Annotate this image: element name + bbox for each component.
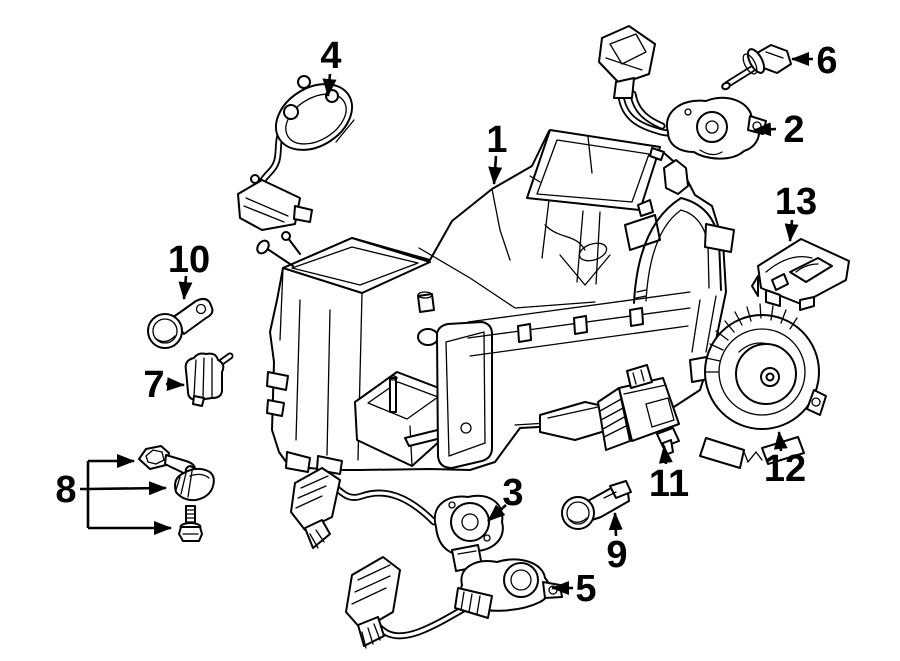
housing-top-details (418, 188, 661, 309)
callout-7-label[interactable]: 7 (143, 364, 164, 406)
callout-9: 9 (606, 512, 628, 576)
callout-10: 10 (168, 239, 210, 300)
callout-4-label[interactable]: 4 (320, 35, 341, 77)
part-2-actuator[interactable] (598, 25, 767, 160)
part-4-connector (237, 174, 313, 231)
callout-8: 8 (55, 454, 172, 535)
callout-9-label[interactable]: 9 (606, 534, 627, 576)
callout-1: 1 (486, 119, 508, 185)
intake-frame (526, 129, 665, 217)
callout-2-arrow (753, 122, 777, 137)
part-6-probe[interactable] (721, 44, 792, 91)
part-2-connector (598, 25, 656, 99)
part-8-hardware-set[interactable] (138, 445, 215, 542)
callout-2-label[interactable]: 2 (783, 109, 804, 151)
callout-10-label[interactable]: 10 (168, 239, 210, 281)
lower-rails (467, 291, 691, 441)
part-5-actuator[interactable] (345, 556, 563, 649)
callout-6-label[interactable]: 6 (816, 40, 837, 82)
callout-3: 3 (487, 472, 524, 522)
part-13-bracket[interactable] (751, 238, 850, 311)
part-3-actuator[interactable] (290, 467, 504, 572)
callout-11: 11 (649, 445, 689, 505)
part-8-clip (174, 467, 215, 502)
fan-ribs (704, 303, 798, 373)
callout-1-arrow (488, 155, 503, 185)
callout-4: 4 (320, 35, 342, 97)
callout-11-arrow (658, 445, 673, 465)
callout-8-label[interactable]: 8 (55, 469, 76, 511)
callout-3-label[interactable]: 3 (502, 472, 523, 514)
callout-10-arrow (178, 275, 193, 300)
callout-12: 12 (764, 431, 806, 490)
part-1-hvac-housing[interactable] (255, 129, 735, 475)
part-9-lever[interactable] (561, 480, 632, 530)
callout-12-arrow (773, 431, 788, 452)
callout-4-arrow (322, 73, 337, 97)
callout-9-arrow (608, 512, 623, 537)
callout-12-label[interactable]: 12 (764, 448, 806, 490)
callout-5-label[interactable]: 5 (575, 568, 596, 610)
callout-6: 6 (791, 40, 838, 82)
part-11-resistor[interactable] (597, 364, 680, 456)
callout-13-arrow (784, 219, 799, 242)
callout-11-label[interactable]: 11 (649, 463, 689, 505)
callout-13-label[interactable]: 13 (775, 181, 817, 223)
callout-2: 2 (753, 109, 805, 151)
part-7-knob[interactable] (184, 352, 234, 407)
callout-3-arrow (487, 504, 507, 522)
callout-1-label[interactable]: 1 (486, 119, 507, 161)
part-12-blower-motor[interactable] (699, 303, 827, 469)
part-8-screw (178, 505, 203, 542)
callout-8-arrow-mid (87, 481, 167, 496)
callout-8-bracket (80, 461, 90, 528)
duct-opening (436, 321, 493, 469)
part-3-connector (290, 467, 341, 549)
part-4-sensor[interactable] (237, 71, 364, 231)
callout-13: 13 (775, 181, 817, 242)
callout-7-arrow (165, 377, 185, 392)
callout-7: 7 (143, 364, 185, 406)
callout-5: 5 (551, 568, 597, 610)
part-10-lever[interactable] (147, 297, 214, 349)
part-5-connector (345, 556, 401, 649)
